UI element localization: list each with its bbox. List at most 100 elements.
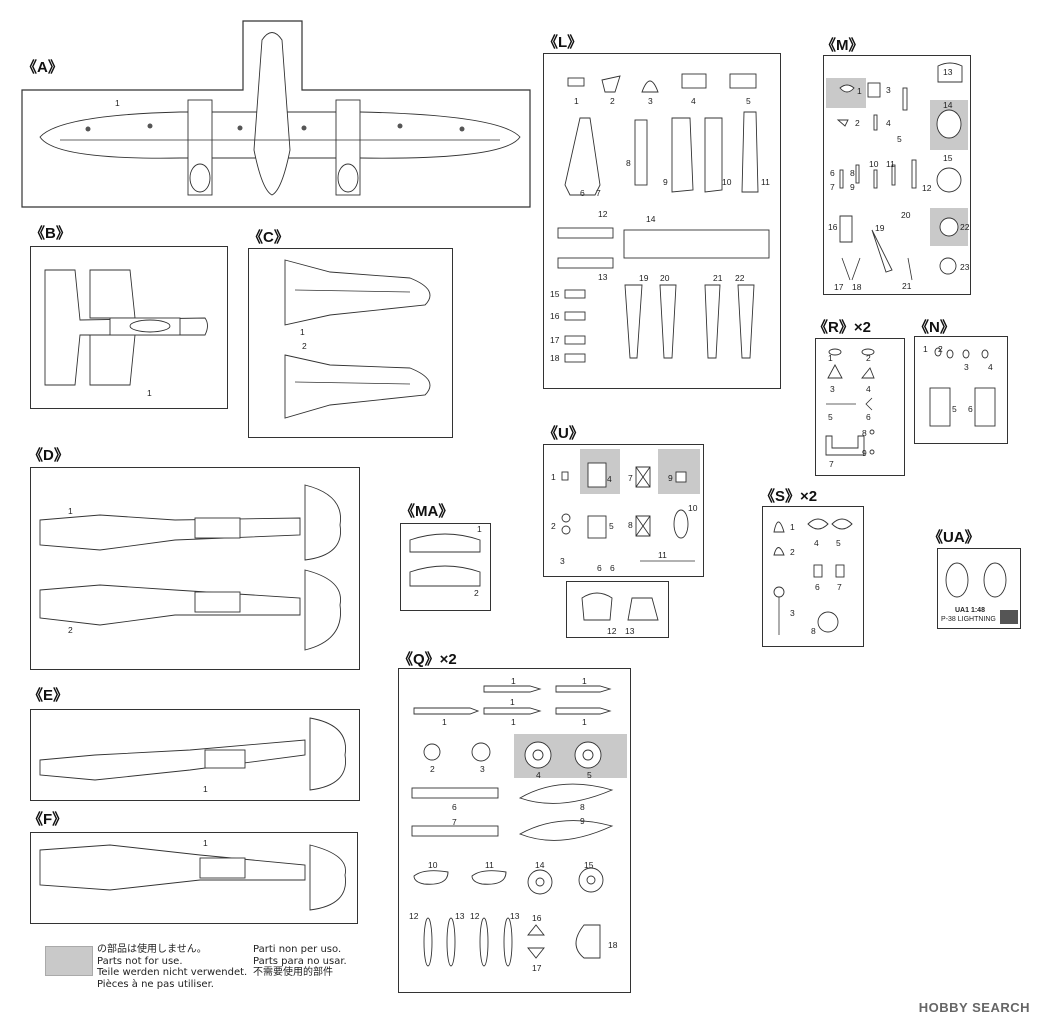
part-q11: 11: [485, 860, 494, 870]
part-q17: 17: [532, 963, 542, 973]
part-l2: 2: [610, 96, 615, 106]
part-c2: 2: [302, 341, 307, 351]
part-e1: 1: [203, 784, 208, 794]
part-q1e: 1: [582, 717, 587, 727]
part-m10: 10: [869, 159, 879, 169]
part-s1: 1: [790, 522, 795, 532]
part-s5: 5: [836, 538, 841, 548]
part-l5: 5: [746, 96, 751, 106]
part-u1: 1: [551, 472, 556, 482]
part-r7: 7: [829, 459, 834, 469]
part-m9: 9: [850, 182, 855, 192]
part-q16: 16: [532, 913, 542, 923]
part-q6: 6: [452, 802, 457, 812]
part-m8: 8: [850, 168, 855, 178]
part-d2: 2: [68, 625, 73, 635]
legend-line: Parts not for use.: [97, 955, 183, 967]
part-m17: 17: [834, 282, 844, 292]
part-l1: 1: [574, 96, 579, 106]
part-u9: 9: [668, 473, 673, 483]
decal-scale-text: UA1 1:48: [955, 607, 985, 614]
part-r5: 5: [828, 412, 833, 422]
part-q5: 5: [587, 770, 592, 780]
part-n3: 3: [964, 362, 969, 372]
part-u7: 7: [628, 473, 633, 483]
part-m6: 6: [830, 168, 835, 178]
part-m16: 16: [828, 222, 838, 232]
part-l16: 16: [550, 311, 560, 321]
part-l6: 6: [580, 188, 585, 198]
part-q18: 18: [608, 940, 618, 950]
part-m3: 3: [886, 85, 891, 95]
part-l4: 4: [691, 96, 696, 106]
part-q14: 14: [535, 860, 545, 870]
part-f1: 1: [203, 838, 208, 848]
sprue-a-label: 《A》: [22, 59, 63, 76]
part-n5: 5: [952, 404, 957, 414]
part-u6a: 6: [597, 563, 602, 573]
part-m5: 5: [897, 134, 902, 144]
part-q15: 15: [584, 860, 594, 870]
part-m18: 18: [852, 282, 862, 292]
part-m1: 1: [857, 86, 862, 96]
part-m19: 19: [875, 223, 885, 233]
part-d1: 1: [68, 506, 73, 516]
sprue-q-label: 《Q》×2: [398, 651, 457, 668]
part-l19: 19: [639, 273, 649, 283]
part-r4: 4: [866, 384, 871, 394]
sprue-ma-label: 《MA》: [400, 503, 454, 520]
part-s2: 2: [790, 547, 795, 557]
part-u4: 4: [607, 474, 612, 484]
part-s6: 6: [815, 582, 820, 592]
sprue-m-label: 《M》: [821, 37, 864, 54]
part-u3: 3: [560, 556, 565, 566]
sprue-r-label: 《R》×2: [813, 319, 871, 336]
part-m11: 11: [886, 159, 895, 169]
part-q10: 10: [428, 860, 438, 870]
part-l15: 15: [550, 289, 560, 299]
part-m23: 23: [960, 262, 970, 272]
part-l7: 7: [596, 188, 601, 198]
sprue-u-label: 《U》: [543, 425, 584, 442]
part-u12: 12: [607, 626, 617, 636]
legend-line: Parts para no usar.: [253, 955, 347, 967]
part-s7: 7: [837, 582, 842, 592]
unused-parts-swatch: [45, 946, 93, 976]
sprue-e-label: 《E》: [28, 687, 69, 704]
part-q12a: 12: [409, 911, 419, 921]
part-m15: 15: [943, 153, 953, 163]
legend-text-right: Parti non per uso. Parts para no usar. 不…: [253, 944, 347, 979]
sprue-ua-label: 《UA》: [928, 529, 980, 546]
part-u8: 8: [628, 520, 633, 530]
part-l3: 3: [648, 96, 653, 106]
part-n6: 6: [968, 404, 973, 414]
part-u2: 2: [551, 521, 556, 531]
part-q12b: 12: [470, 911, 480, 921]
part-l12: 12: [598, 209, 608, 219]
legend-text-left: の部品は使用しません。 Parts not for use. Teile wer…: [97, 944, 247, 990]
part-r6: 6: [866, 412, 871, 422]
part-n2: 2: [938, 344, 943, 354]
part-q2: 2: [430, 764, 435, 774]
part-q1b: 1: [582, 676, 587, 686]
part-q1c: 1: [442, 717, 447, 727]
part-l8: 8: [626, 158, 631, 168]
part-q13a: 13: [455, 911, 465, 921]
part-a1: 1: [115, 98, 120, 108]
sprue-c-label: 《C》: [248, 229, 289, 246]
part-q8: 8: [580, 802, 585, 812]
sprue-d-label: 《D》: [28, 447, 69, 464]
part-l14: 14: [646, 214, 656, 224]
part-m13: 13: [943, 67, 953, 77]
part-r9: 9: [862, 448, 867, 458]
part-c1: 1: [300, 327, 305, 337]
